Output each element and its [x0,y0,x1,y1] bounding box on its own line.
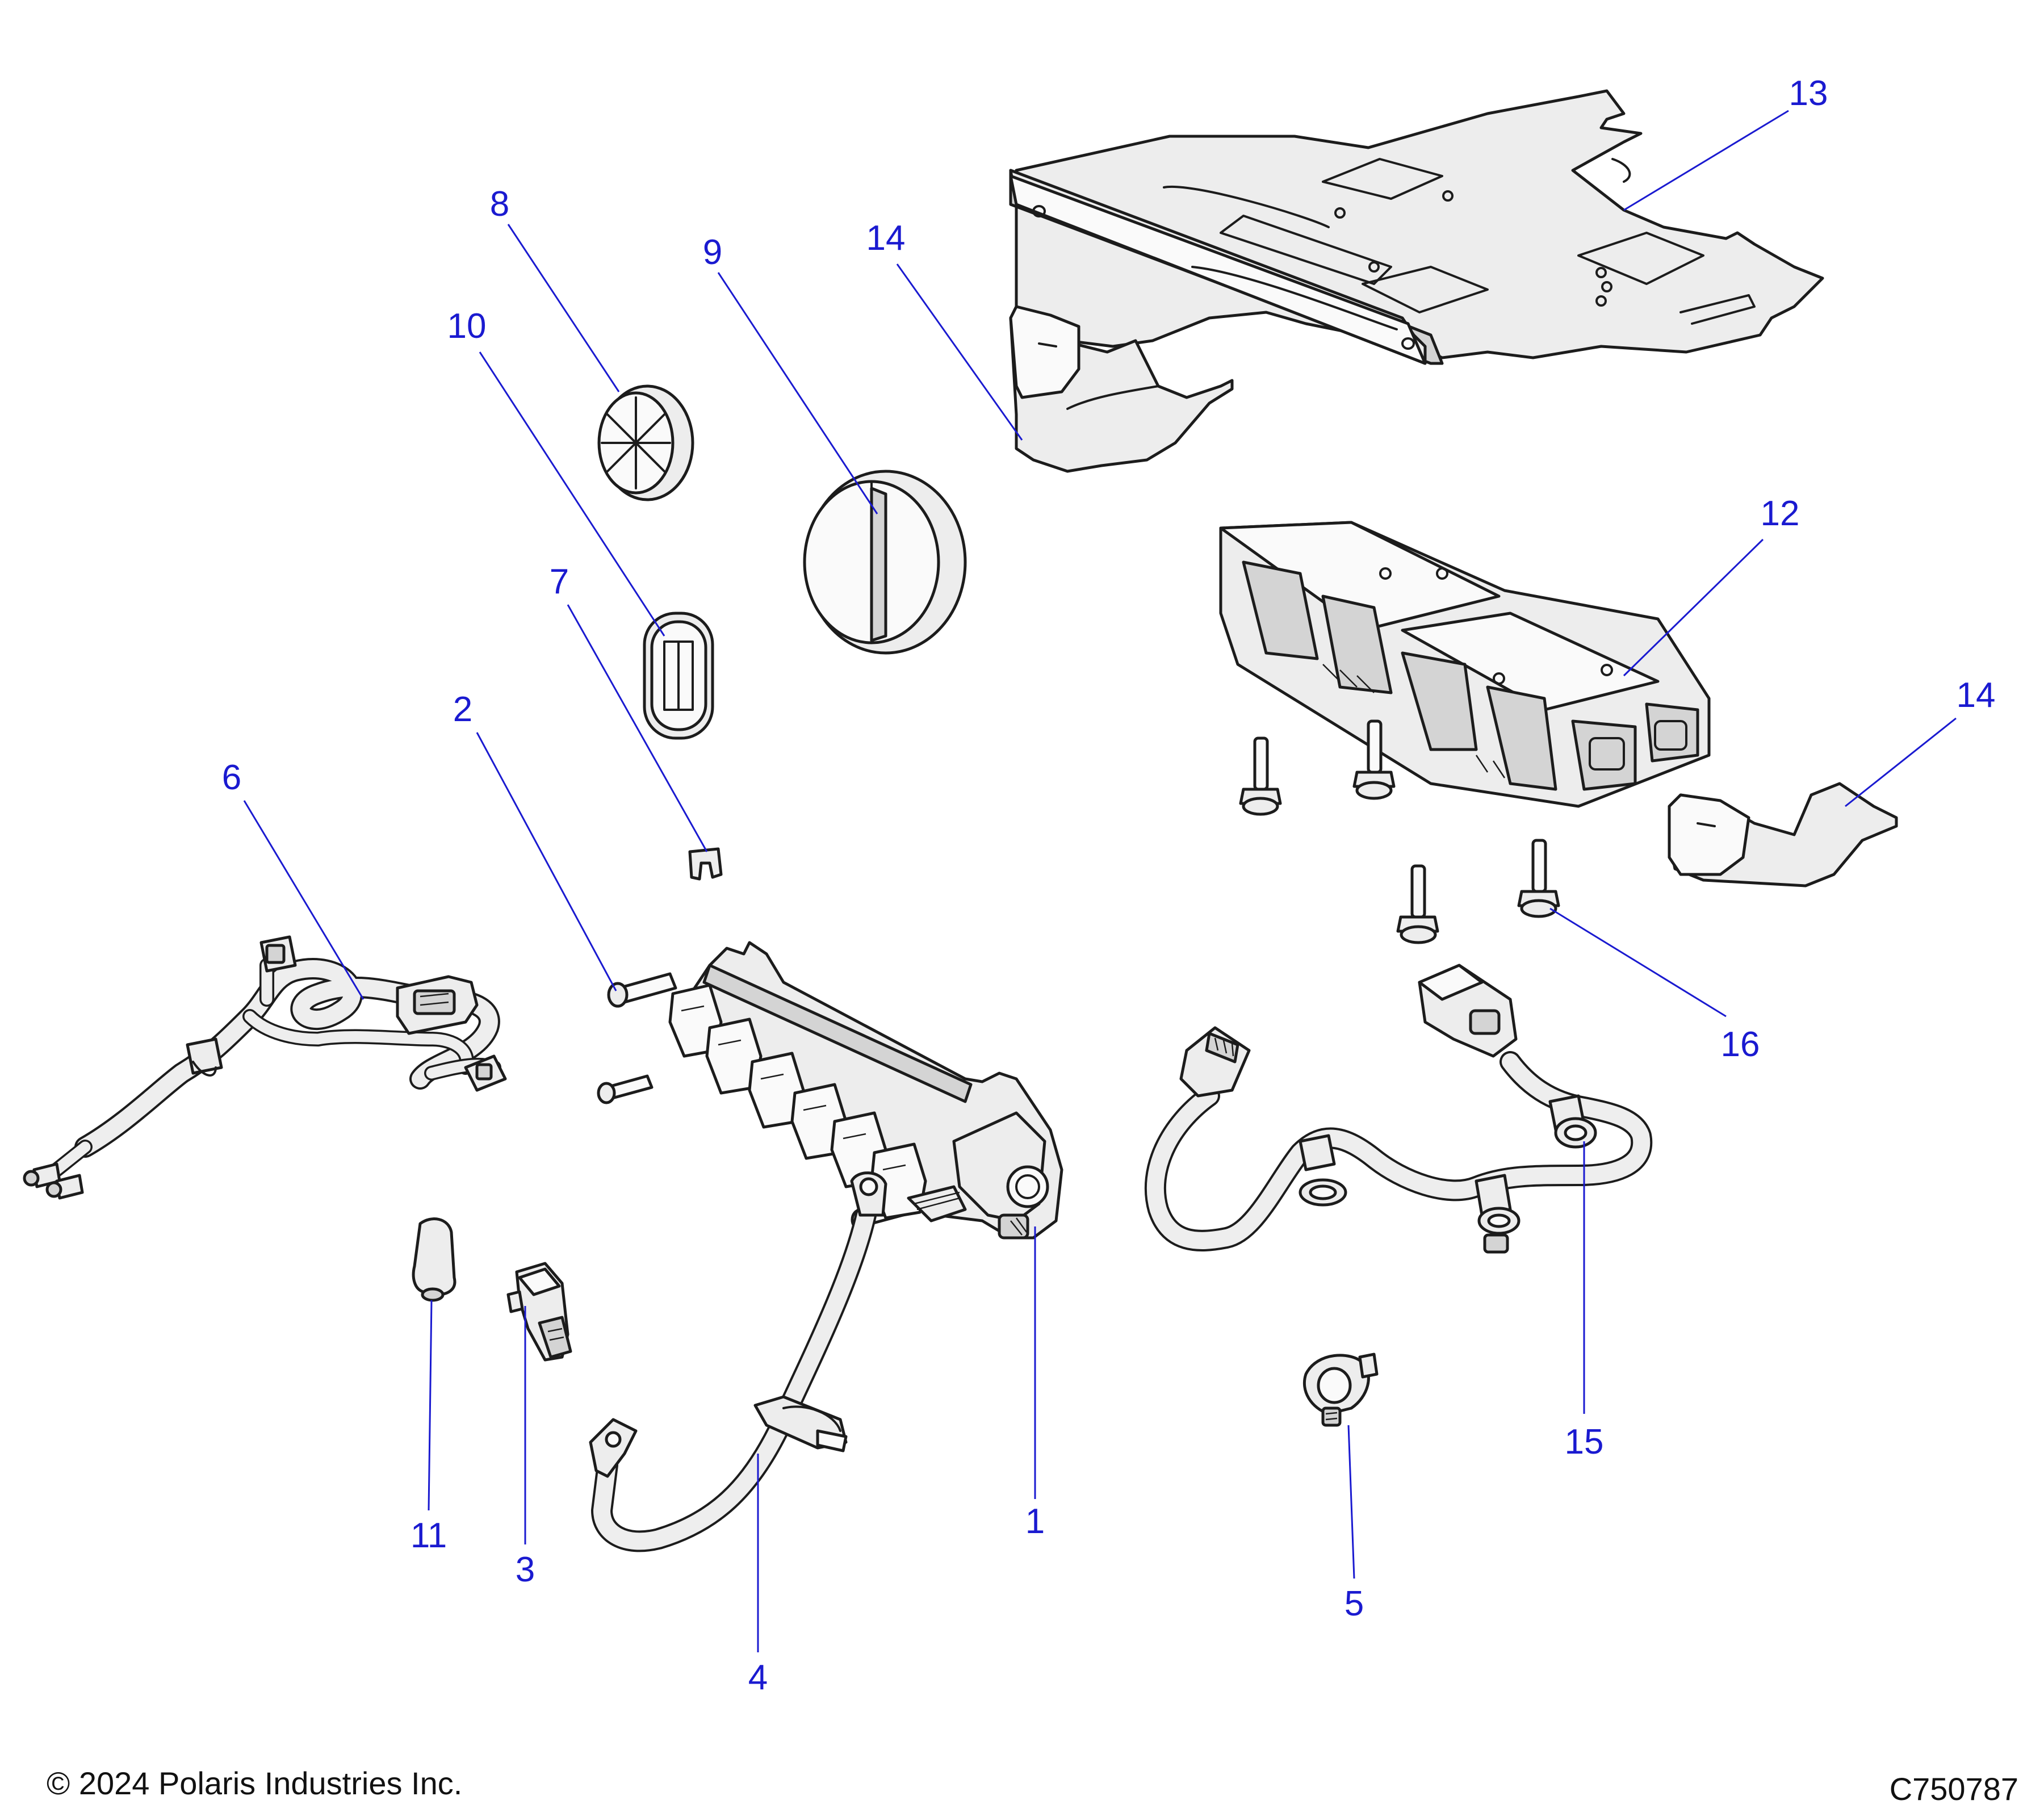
callout-labels: 1 2 3 4 5 6 7 8 9 10 11 12 13 14 14 15 1… [222,74,1996,1697]
part-14-bracket-lower [1668,782,1898,887]
harness-connector-top [259,935,297,973]
callout-1: 1 [1025,1502,1045,1541]
harness-clip-c [1548,1094,1597,1149]
part-14-bracket-upper [1009,305,1234,473]
callout-14-lower: 14 [1957,676,1996,715]
part-8-grommet [597,384,694,501]
harness-connector-right [464,1054,507,1092]
leader-14b [1845,717,1957,807]
leader-14a [896,263,1023,441]
part-6-wire-harness [23,935,507,1200]
bolt-a [1239,736,1282,816]
callout-10: 10 [447,307,487,346]
screw-a [607,972,677,1008]
cable-ring-terminal-bottom [589,1418,638,1478]
harness-connector-end-b [45,1174,84,1200]
part-7-clip [688,847,723,881]
part-13-mounting-plate [1009,89,1824,365]
leader-8 [507,224,620,392]
callout-2: 2 [453,690,472,729]
copyright-notice: © 2024 Polaris Industries Inc. [47,1765,462,1801]
callout-3: 3 [516,1550,535,1589]
bolt-d [1517,839,1560,918]
cable-ring-terminal-top [850,1171,887,1217]
leader-9 [717,272,878,514]
leader-6 [243,800,365,1000]
callout-8: 8 [490,185,509,224]
callout-4: 4 [748,1658,768,1697]
footer: © 2024 Polaris Industries Inc. C750787 [47,1765,2018,1807]
part-16-bolts [1239,719,1560,944]
screw-b [597,1074,654,1104]
part-1-relay-block [668,941,1063,1240]
leader-11 [428,1300,433,1511]
part-3-relay [506,1262,572,1362]
harness-clip-a [1299,1134,1347,1207]
cable-clamp [753,1395,848,1452]
harness-clip [186,1037,223,1077]
callout-16: 16 [1721,1025,1760,1064]
relay-row [668,983,927,1220]
leader-lines [243,110,1957,1652]
harness-connector-top-right [1418,964,1518,1058]
leader-7 [567,604,708,852]
harness-clip-b [1475,1174,1521,1254]
diagram-code: C750787 [1890,1771,2018,1807]
leader-12 [1623,538,1764,677]
callout-6: 6 [222,758,241,797]
callout-5: 5 [1344,1584,1364,1623]
harness-connector-main [396,975,479,1035]
leader-13 [1623,110,1789,211]
leader-5 [1347,1425,1355,1579]
leader-2 [476,732,617,991]
bolt-b [1352,719,1396,800]
part-4-ground-cable [589,1171,887,1552]
part-5-cable-clamp [1302,1353,1379,1427]
callout-14-upper: 14 [866,219,906,258]
callout-7: 7 [550,562,569,601]
part-15-harness [1144,964,1653,1254]
leader-16 [1549,907,1727,1018]
part-10-oval-grommet [643,612,714,740]
callout-13: 13 [1789,74,1828,113]
callout-9: 9 [703,233,722,272]
harness-connector-left [1179,1026,1251,1098]
callout-12: 12 [1761,494,1800,533]
bolt-c [1396,864,1439,944]
callout-11: 11 [411,1516,447,1555]
part-11-terminal-boot [412,1217,456,1302]
part-9-large-grommet [803,470,967,655]
callout-15: 15 [1565,1422,1604,1462]
part-12-ecu-module-pair [1219,521,1711,808]
leader-10 [479,351,665,637]
